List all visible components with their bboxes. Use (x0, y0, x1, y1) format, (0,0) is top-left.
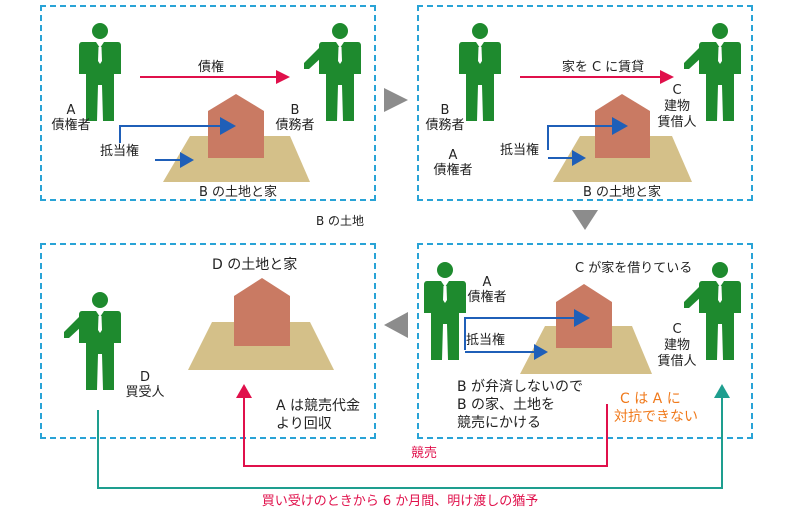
p4-a-recovers-line2: より回収 (276, 416, 332, 432)
p1-b-letter: B (290, 103, 300, 118)
auction-label: 競売 (410, 446, 437, 461)
panel-mortgage (40, 5, 376, 201)
p2-mortgage-arrow-house (547, 125, 612, 150)
p1-land (163, 136, 310, 182)
flow-arrow-left (384, 312, 408, 338)
p2-c-role2: 賃借人 (657, 115, 697, 130)
p3-c-cannot-line1: C は A に (620, 391, 681, 407)
p4-d-role: 買受人 (125, 385, 165, 400)
p3-c-role2: 賃借人 (657, 354, 697, 369)
between-caption: B の土地 (315, 214, 365, 228)
p2-a-role: 債権者 (433, 163, 473, 178)
p2-b-letter: B (440, 103, 450, 118)
grace-label: 買い受けのときから 6 か月間、明け渡しの猶予 (261, 494, 539, 509)
p3-a-letter: A (482, 275, 492, 290)
p3-land (520, 326, 652, 374)
p1-a-letter: A (66, 103, 76, 118)
p1-b-role: 債務者 (275, 118, 315, 133)
panel-lease (417, 5, 753, 201)
p2-land-label: B の土地と家 (582, 185, 662, 200)
p4-d-letter: D (139, 370, 150, 385)
p2-lease-label: 家を C に賃貸 (561, 60, 645, 75)
panel-auction (417, 243, 753, 439)
panel-buyer (40, 243, 376, 439)
p2-c-letter: C (672, 83, 682, 98)
p1-a-role: 債権者 (51, 118, 91, 133)
grace-arrow (97, 398, 723, 489)
p3-c-cannot-line2: 対抗できない (614, 409, 698, 425)
auction-arrow (243, 398, 608, 467)
p4-land-label: D の土地と家 (212, 257, 298, 273)
p3-note-line2: B の家、土地を (457, 397, 556, 413)
p3-c-role1: 建物 (663, 338, 690, 353)
p2-mortgage-label: 抵当権 (500, 142, 540, 159)
p4-house (234, 278, 290, 346)
p3-note-line3: 競売にかける (457, 415, 541, 431)
p3-c-renting: C が家を借りている (575, 261, 693, 276)
p4-a-recovers-line1: A は競売代金 (276, 398, 361, 414)
flow-arrow-right (384, 88, 408, 112)
p1-mortgage-label: 抵当権 (100, 143, 140, 160)
p2-land (553, 136, 692, 182)
p3-a-role: 債権者 (467, 290, 507, 305)
p2-b-role: 債務者 (425, 118, 465, 133)
p1-land-label: B の土地と家 (198, 185, 278, 200)
flow-arrow-down (572, 210, 598, 230)
p2-c-role1: 建物 (663, 99, 690, 114)
p3-mortgage-arrow-house (464, 317, 574, 350)
p3-mortgage-label: 抵当権 (466, 332, 506, 349)
p3-c-letter: C (672, 322, 682, 337)
p2-a-letter: A (448, 148, 458, 163)
p3-person-a (424, 262, 466, 360)
p3-note-line1: B が弁済しないので (457, 379, 584, 395)
p1-claim-label: 債権 (197, 60, 224, 75)
p4-person-d (64, 292, 121, 390)
